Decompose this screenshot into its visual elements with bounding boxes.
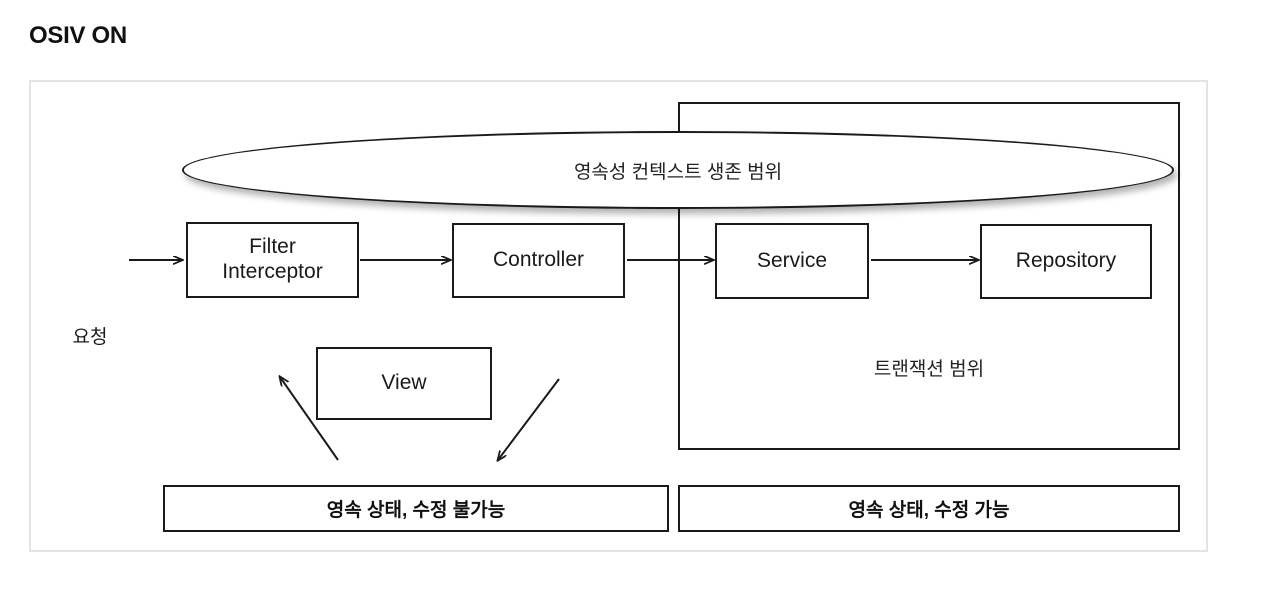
page-title: OSIV ON <box>29 22 127 49</box>
request-label: 요청 <box>72 327 108 348</box>
arrow-controller-to-view <box>498 378 560 460</box>
diagram-card: 트랜잭션 범위 영속성 컨텍스트 생존 범위 요청 Filter Inter <box>29 80 1208 552</box>
diagram-canvas: 트랜잭션 범위 영속성 컨텍스트 생존 범위 요청 Filter Inter <box>31 82 1210 554</box>
legend-readonly: 영속 상태, 수정 불가능 <box>163 485 669 532</box>
persistence-scope-label: 영속성 컨텍스트 생존 범위 <box>573 161 783 183</box>
node-repository[interactable]: Repository <box>980 224 1152 299</box>
persistence-scope-ellipse <box>182 131 1174 209</box>
node-controller[interactable]: Controller <box>452 223 625 298</box>
legend-writable: 영속 상태, 수정 가능 <box>678 485 1180 532</box>
transaction-scope-label: 트랜잭션 범위 <box>873 359 985 380</box>
node-service[interactable]: Service <box>715 223 869 299</box>
transaction-scope-box <box>678 102 1180 450</box>
node-filter-interceptor[interactable]: Filter Interceptor <box>186 222 359 298</box>
node-view[interactable]: View <box>316 347 492 420</box>
